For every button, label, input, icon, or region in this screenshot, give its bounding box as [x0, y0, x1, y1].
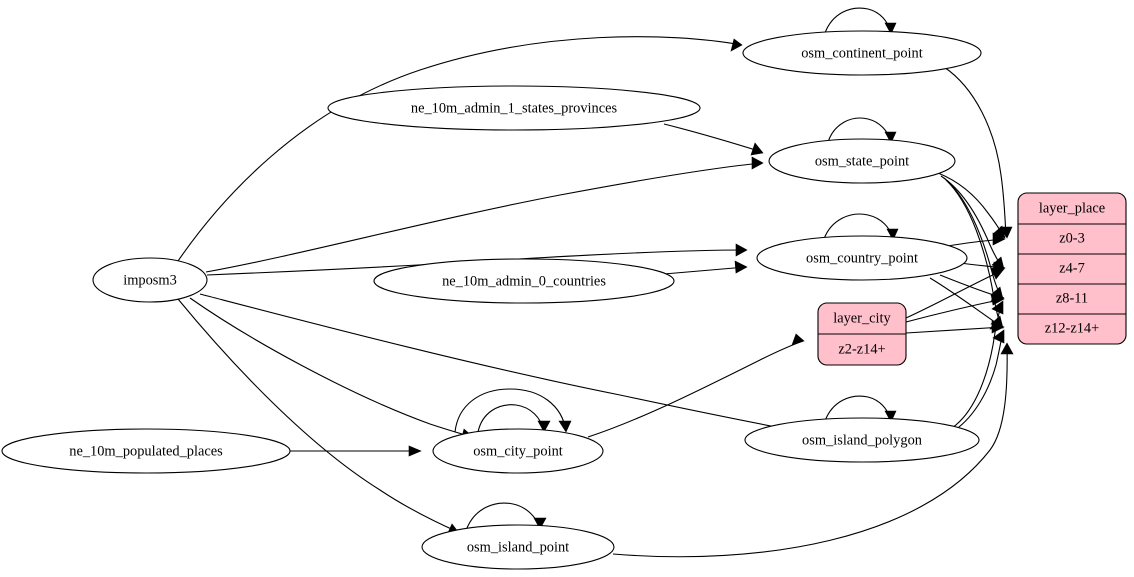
edge-ne-countries-to-osm-country-point [663, 260, 748, 275]
record-row-layer-city-title: layer_city [833, 310, 891, 326]
self-loop-osm-country-point [823, 213, 899, 241]
edge-osm-city-point-to-layer-city [587, 333, 805, 438]
edge-imposm3-to-osm-state-point [205, 156, 764, 273]
node-ne-10m-populated-places[interactable]: ne_10m_populated_places [1, 428, 291, 474]
node-label-imposm3: imposm3 [123, 272, 177, 288]
record-row-layer-place-z12-z14[interactable]: z12-z14+ [1045, 320, 1099, 336]
node-osm-city-point[interactable]: osm_city_point [432, 428, 604, 474]
self-loop-osm-city-point-inner [477, 404, 551, 433]
node-shape-ne-states[interactable] [327, 85, 701, 131]
node-shape-osm-country-point[interactable] [756, 235, 968, 281]
node-label-osm-city-point: osm_city_point [473, 443, 563, 459]
record-row-layer-place-z4-7[interactable]: z4-7 [1059, 260, 1085, 276]
record-node-layer-place[interactable]: layer_place z0-3 z4-7 z8-11 z12-z14+ [1017, 192, 1127, 345]
edge-osm-island-polygon-to-layer-place-z8-11 [951, 300, 1004, 429]
node-shape-osm-island-point[interactable] [421, 524, 615, 570]
edge-layer-city-to-layer-place-z4-7 [905, 267, 1005, 319]
node-label-osm-country-point: osm_country_point [806, 250, 918, 266]
node-label-ne-states: ne_10m_admin_1_states_provinces [411, 100, 618, 116]
record-row-layer-city-z2-z14[interactable]: z2-z14+ [838, 341, 885, 357]
node-osm-continent-point[interactable]: osm_continent_point [742, 30, 982, 76]
node-label-osm-island-point: osm_island_point [467, 539, 569, 555]
node-ne-10m-admin-0-countries[interactable]: ne_10m_admin_0_countries [373, 258, 675, 304]
self-loop-osm-island-polygon [824, 395, 897, 423]
node-osm-country-point[interactable]: osm_country_point [756, 235, 968, 281]
node-label-osm-continent-point: osm_continent_point [801, 45, 923, 61]
node-layer: imposm3 ne_10m_admin_1_states_provinces … [1, 30, 982, 570]
node-osm-island-point[interactable]: osm_island_point [421, 524, 615, 570]
node-shape-osm-island-polygon[interactable] [744, 417, 980, 463]
edge-ne-places-to-osm-city-point [290, 445, 422, 457]
edge-ne-states-to-osm-state-point [663, 123, 764, 156]
node-shape-ne-countries[interactable] [373, 258, 675, 304]
node-shape-imposm3[interactable] [92, 257, 208, 303]
node-label-osm-island-polygon: osm_island_polygon [802, 432, 922, 448]
self-loop-osm-city-point-outer [454, 388, 572, 433]
node-label-ne-countries: ne_10m_admin_0_countries [442, 273, 606, 289]
self-loop-osm-state-point [827, 117, 897, 144]
node-shape-osm-state-point[interactable] [768, 138, 956, 184]
node-imposm3[interactable]: imposm3 [92, 257, 208, 303]
node-ne-10m-admin-1-states-provinces[interactable]: ne_10m_admin_1_states_provinces [327, 85, 701, 131]
edge-osm-island-point-to-layer-place-z12-z14 [612, 342, 1014, 558]
record-row-layer-place-z0-3[interactable]: z0-3 [1059, 230, 1085, 246]
edge-layer-city-to-layer-place-z8-11 [905, 293, 1005, 323]
node-shape-osm-continent-point[interactable] [742, 30, 982, 76]
node-osm-state-point[interactable]: osm_state_point [768, 138, 956, 184]
record-row-layer-place-title: layer_place [1039, 200, 1105, 216]
record-body-layer-place[interactable] [1017, 192, 1127, 345]
record-node-layer-city[interactable]: layer_city z2-z14+ [817, 302, 907, 366]
node-shape-osm-city-point[interactable] [432, 428, 604, 474]
self-loop-osm-island-point [466, 502, 547, 530]
node-label-ne-places: ne_10m_populated_places [69, 443, 223, 459]
node-osm-island-polygon[interactable]: osm_island_polygon [744, 417, 980, 463]
edge-osm-island-polygon-to-layer-place-z12-z14 [954, 329, 1005, 431]
node-label-osm-state-point: osm_state_point [815, 153, 909, 169]
edge-imposm3-to-osm-continent-point [177, 36, 743, 262]
self-loop-osm-continent-point [824, 7, 897, 35]
record-row-layer-place-z8-11[interactable]: z8-11 [1056, 290, 1088, 306]
edge-osm-country-point-to-layer-place-z0-3 [947, 232, 1006, 247]
node-shape-ne-places[interactable] [1, 428, 291, 474]
record-layer: layer_place z0-3 z4-7 z8-11 z12-z14+ lay… [817, 192, 1127, 366]
